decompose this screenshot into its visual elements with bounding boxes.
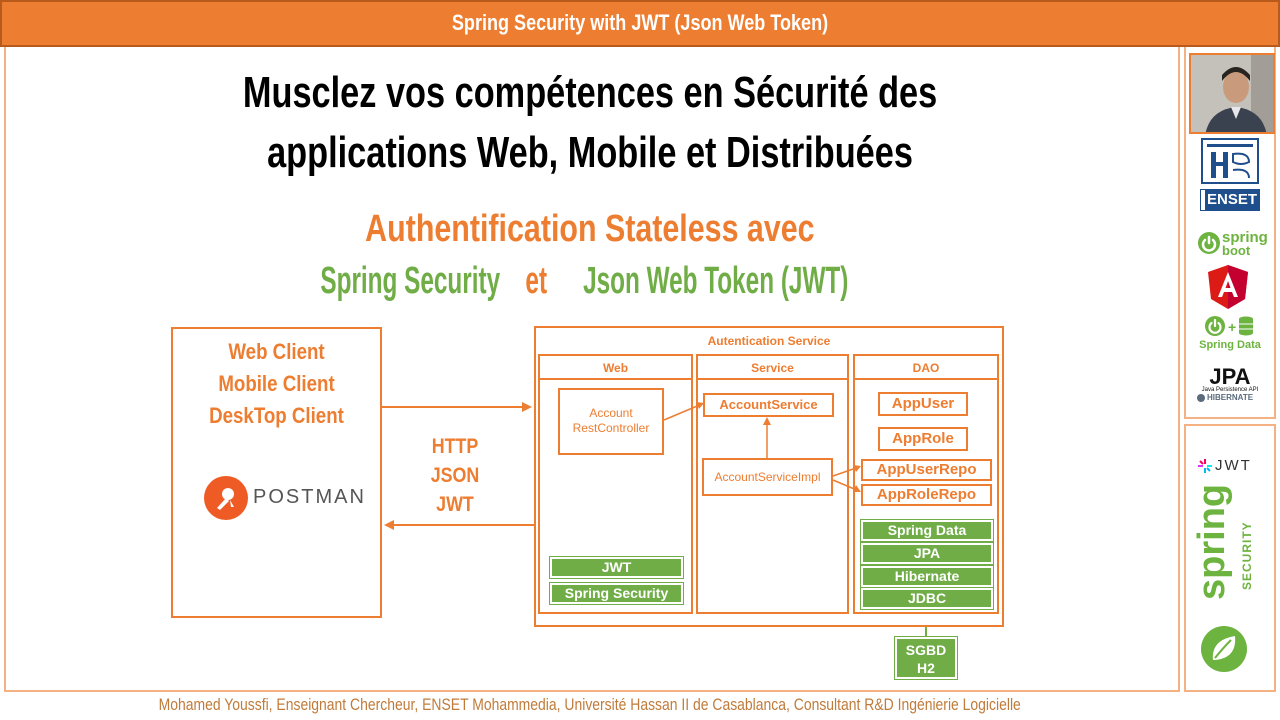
headline-line-1: Musclez vos compétences en Sécurité des xyxy=(242,68,938,117)
spring-boot-word: spring xyxy=(1222,229,1268,246)
university-logo-icon xyxy=(1201,138,1259,184)
appuser-box xyxy=(878,392,968,416)
appuser-label: AppUser xyxy=(891,395,955,412)
database-line2: H2 xyxy=(917,660,935,676)
headline-line-2: applications Web, Mobile et Distribuées xyxy=(267,128,913,177)
account-restcontroller-line2: RestController xyxy=(572,421,650,435)
spring-boot-sub: boot xyxy=(1222,243,1251,258)
dao-bar-spring-data: Spring Data xyxy=(860,519,994,542)
account-restcontroller-box xyxy=(558,388,664,455)
account-service-impl-label: AccountServiceImpl xyxy=(714,470,821,484)
logo-panel-bottom xyxy=(1184,424,1276,692)
web-bar-jwt: JWT xyxy=(549,556,684,579)
avatar xyxy=(1189,53,1275,134)
protocol-jwt: JWT xyxy=(436,493,474,516)
jwt-label: JWT xyxy=(1215,457,1252,474)
web-bar-spring-security: Spring Security xyxy=(549,582,684,605)
database-box: SGBD H2 xyxy=(894,636,958,680)
account-service-impl-box xyxy=(702,458,833,496)
account-service-box xyxy=(703,393,834,417)
subheading-line-1: Authentification Stateless avec xyxy=(365,208,815,250)
postman-label: POSTMAN xyxy=(253,486,366,508)
account-service-label: AccountService xyxy=(719,397,818,412)
web-layer-title: Web xyxy=(602,361,629,375)
service-layer-title: Service xyxy=(751,361,794,375)
dao-bar-jdbc: JDBC xyxy=(860,587,994,610)
hibernate-icon xyxy=(1197,394,1205,402)
account-restcontroller-line1: Account xyxy=(589,406,633,420)
internal-connectors xyxy=(663,402,861,492)
header-bar xyxy=(0,0,1280,47)
client-box xyxy=(171,327,382,618)
header-title: Spring Security with JWT (Json Web Token… xyxy=(451,10,829,35)
spring-data-label: Spring Data xyxy=(1199,339,1261,351)
logo-panel-top xyxy=(1184,47,1276,419)
service-layer-divider xyxy=(696,378,849,380)
jwt-icon xyxy=(1198,459,1212,473)
client-desktop: DeskTop Client xyxy=(209,403,344,428)
auth-service-title: Autentication Service xyxy=(707,334,831,348)
dao-bar-hibernate: Hibernate xyxy=(860,565,994,588)
protocol-list: HTTP JSON JWT xyxy=(410,432,500,519)
appuserrepo-label: AppUserRepo xyxy=(876,461,977,478)
appuserrepo-box xyxy=(861,459,992,481)
main-frame xyxy=(4,47,1180,692)
hibernate-label: HIBERNATE xyxy=(1207,393,1254,402)
account-restcontroller-label: Account RestController xyxy=(558,406,664,436)
database-line1: SGBD xyxy=(905,642,947,658)
protocol-http: HTTP xyxy=(431,435,479,458)
jpa-sub: Java Persistence API xyxy=(1201,387,1259,393)
db-connector xyxy=(925,627,927,638)
spring-data-plus: + xyxy=(1228,319,1237,335)
subheading-line-2: Spring Security et Json Web Token (JWT) xyxy=(320,260,849,302)
client-mobile: Mobile Client xyxy=(218,371,335,396)
approlerepo-label: AppRoleRepo xyxy=(876,486,977,503)
jpa-label: JPA xyxy=(1209,364,1251,389)
dao-layer-divider xyxy=(853,378,999,380)
dao-bar-jpa: JPA xyxy=(860,542,994,565)
footer-credits: Mohamed Youssfi, Enseignant Chercheur, E… xyxy=(158,695,1022,714)
spring-leaf-icon xyxy=(1201,626,1247,672)
angular-icon xyxy=(1208,265,1248,309)
database-icon xyxy=(1238,316,1254,336)
client-web: Web Client xyxy=(228,339,325,364)
postman-icon xyxy=(204,476,248,520)
enset-label: ENSET xyxy=(1200,189,1260,211)
approlerepo-box xyxy=(861,484,992,506)
dao-layer-title: DAO xyxy=(912,361,940,375)
spring-security-word: spring xyxy=(1191,483,1233,600)
approle-label: AppRole xyxy=(892,430,954,447)
web-layer-divider xyxy=(538,378,693,380)
client-list: Web Client Mobile Client DeskTop Client xyxy=(171,336,382,432)
approle-box xyxy=(878,427,968,451)
spring-data-icon xyxy=(1205,316,1225,336)
spring-boot-icon xyxy=(1198,232,1220,254)
http-arrows xyxy=(382,402,534,530)
protocol-json: JSON xyxy=(430,464,480,487)
spring-security-sub: SECURITY xyxy=(1240,521,1254,590)
